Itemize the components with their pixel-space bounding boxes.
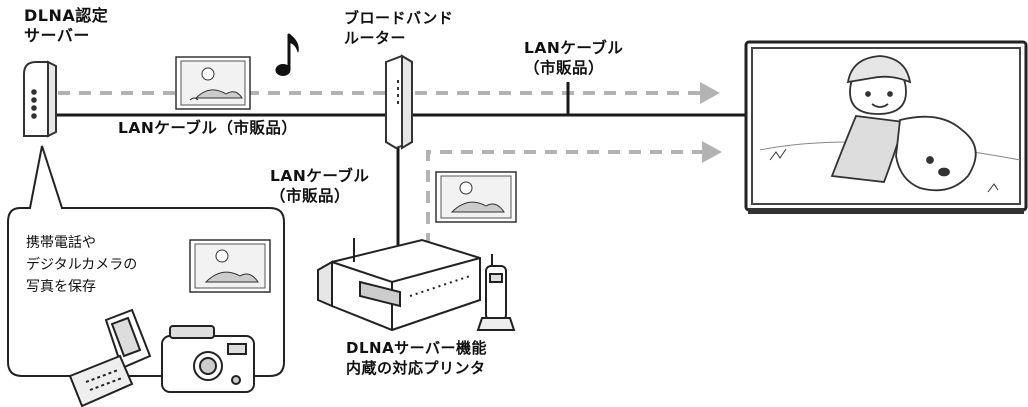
printer-device	[317, 238, 481, 332]
photo-thumbnail-middle	[435, 171, 517, 223]
callout-text: 携帯電話や デジタルカメラの 写真を保存	[26, 235, 138, 295]
callout-bubble	[7, 145, 285, 377]
arrow-head-bottom	[702, 141, 722, 163]
data-flow-arrows	[58, 91, 702, 245]
flip-phone-device	[68, 308, 152, 407]
cordless-phone-device	[476, 254, 516, 331]
lan-cable-label-top-right: LANケーブル （市販品）	[524, 39, 624, 77]
digital-camera-device	[161, 325, 255, 393]
dlna-server-label: DLNA認定 サーバー	[24, 6, 109, 45]
photo-thumbnail-top	[175, 56, 251, 110]
photo-thumbnail-callout	[189, 239, 271, 293]
lan-cable-label-printer: LANケーブル （市販品）	[270, 167, 370, 205]
tv-picture-boy-and-dog	[830, 55, 977, 192]
router-device	[385, 54, 413, 150]
music-note-icon	[275, 33, 299, 76]
arrow-head-top	[700, 82, 720, 104]
dlna-server-device	[23, 60, 57, 138]
lan-cable-label-middle: LANケーブル（市販品）	[118, 119, 298, 137]
television-device	[744, 40, 1028, 214]
printer-label: DLNAサーバー機能 内蔵の対応プリンタ	[346, 339, 488, 377]
lan-cables	[44, 82, 745, 245]
router-label: ブロードバンド ルーター	[344, 9, 454, 47]
